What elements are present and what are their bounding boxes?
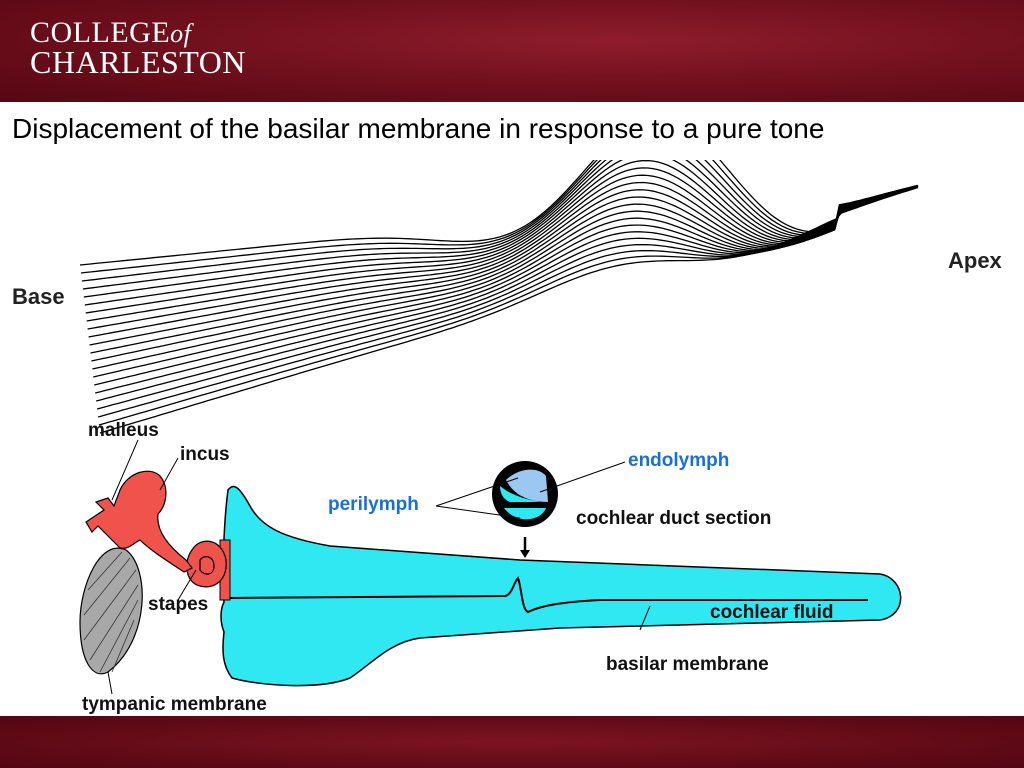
perilymph-lower-region [504, 508, 546, 520]
tympanic-membrane-label: tympanic membrane [82, 694, 267, 715]
wave-line [86, 167, 919, 322]
stapes-label: stapes [148, 594, 209, 615]
incus-malleus-bones [85, 470, 193, 573]
apex-label: Apex [948, 248, 1002, 273]
wave-line [80, 123, 919, 274]
wave-line [90, 184, 919, 354]
incus-label: incus [180, 444, 230, 465]
logo-of-text: of [170, 19, 192, 48]
malleus-label: malleus [88, 420, 159, 441]
wave-line [83, 145, 919, 298]
wave-lines-group [79, 116, 919, 434]
wave-line [85, 159, 919, 314]
wave-line [88, 181, 919, 338]
basilar-membrane-line [227, 576, 868, 614]
endolymph-region [506, 469, 548, 502]
cochlea-diagram: malleus incus stapes tympanic membrane p… [0, 410, 1024, 716]
cochlea-drawing [79, 439, 902, 695]
wave-line [97, 186, 919, 418]
stapes-bone [186, 540, 227, 588]
wave-line [98, 186, 919, 426]
endolymph-label: endolymph [628, 450, 730, 471]
header-banner: COLLEGEof CHARLESTON [0, 0, 1024, 102]
base-label: Base [12, 284, 65, 309]
tympanic-membrane-shape [79, 547, 143, 675]
logo-charleston-text: CHARLESTON [30, 44, 246, 80]
tympanic-rays [83, 551, 139, 673]
college-logo: COLLEGEof CHARLESTON [30, 16, 246, 80]
cochlear-duct-section-label: cochlear duct section [576, 508, 772, 529]
slide-title: Displacement of the basilar membrane in … [12, 113, 825, 144]
wave-drawing [79, 116, 919, 434]
basilar-wave-figure: Base Apex [0, 116, 1024, 445]
cochlea-fluid-body [220, 485, 902, 687]
wave-line [82, 137, 919, 290]
wave-line [79, 116, 919, 266]
basilar-membrane-label: basilar membrane [606, 654, 769, 675]
cochlear-fluid-label: cochlear fluid [710, 602, 834, 623]
logo-college-text: COLLEGE [30, 16, 171, 49]
wave-line [84, 152, 919, 306]
perilymph-label: perilymph [328, 494, 419, 515]
wave-line [91, 185, 919, 362]
perilymph-upper-region [500, 486, 540, 502]
footer-banner [0, 716, 1024, 768]
wave-line [99, 186, 919, 434]
wave-line [81, 130, 919, 282]
pointer-lines [107, 439, 651, 695]
